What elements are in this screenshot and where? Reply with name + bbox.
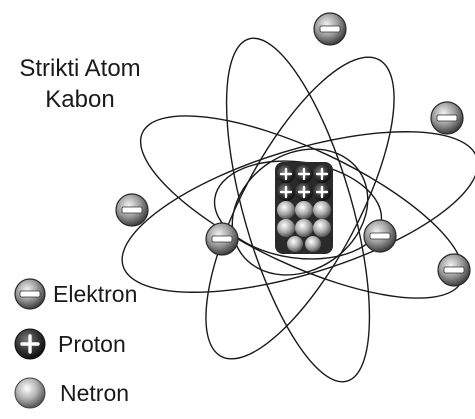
orbit-ring xyxy=(231,148,369,276)
electron xyxy=(115,193,149,227)
legend-item-neutron: Netron xyxy=(14,377,129,409)
legend: Elektron Proton Netron xyxy=(14,278,137,409)
electrons xyxy=(115,12,471,287)
neutron xyxy=(305,236,321,252)
neutron xyxy=(277,201,295,219)
orbit-ring xyxy=(225,37,371,383)
electron xyxy=(313,12,347,46)
electron xyxy=(430,101,464,135)
proton-legend-icon xyxy=(14,328,46,360)
neutron xyxy=(313,201,331,219)
legend-label-neutron: Netron xyxy=(60,380,129,406)
legend-item-electron: Elektron xyxy=(14,278,137,310)
proton xyxy=(277,183,295,201)
neutron xyxy=(313,219,331,237)
proton xyxy=(277,165,295,183)
electron xyxy=(363,219,397,253)
neutron xyxy=(287,236,303,252)
legend-item-proton: Proton xyxy=(14,328,126,360)
orbit-ring xyxy=(121,131,475,293)
diagram-title-line-2: Kabon xyxy=(45,86,114,113)
legend-label-proton: Proton xyxy=(58,331,126,357)
neutron-legend-icon xyxy=(14,377,46,409)
electron-legend-icon xyxy=(14,278,46,310)
neutron xyxy=(295,219,313,237)
proton xyxy=(313,183,331,201)
nucleus xyxy=(275,162,333,254)
electron xyxy=(437,253,471,287)
proton xyxy=(295,165,313,183)
proton xyxy=(313,165,331,183)
proton xyxy=(295,183,313,201)
neutron xyxy=(277,219,295,237)
electron xyxy=(205,222,239,256)
legend-label-electron: Elektron xyxy=(53,281,137,307)
neutron xyxy=(295,201,313,219)
diagram-title-line-1: Strikti Atom xyxy=(19,55,140,82)
